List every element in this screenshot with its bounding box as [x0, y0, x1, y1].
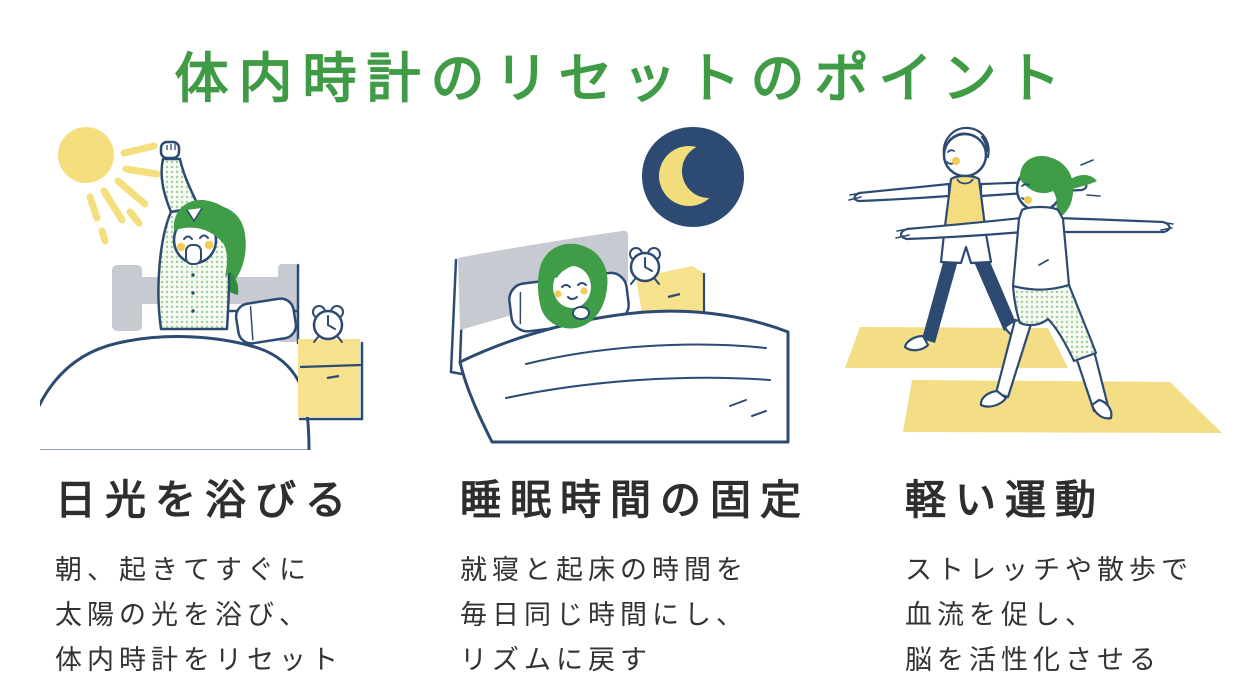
body-line: ストレッチや散歩で: [905, 555, 1193, 586]
exercise-illustration: [845, 115, 1245, 450]
body-line: 太陽の光を浴び、: [55, 600, 311, 631]
section-heading: 日光を浴びる: [55, 476, 355, 524]
body-line: 毎日同じ時間にし、: [460, 600, 748, 631]
wake-up-scene: [32, 127, 364, 453]
alarm-clock-icon: [629, 247, 661, 285]
body-line: 体内時計をリセット: [55, 645, 343, 676]
blanket: [458, 309, 790, 444]
pillow: [234, 297, 298, 345]
body-line: 血流を促し、: [905, 600, 1097, 631]
stretching-woman: [157, 140, 246, 331]
yoga-mat-back: [845, 327, 1068, 368]
page-title: 体内時計のリセットのポイント: [174, 47, 1071, 110]
body-line: リズムに戻す: [460, 645, 652, 676]
front-person: [895, 156, 1174, 420]
blanket: [32, 335, 311, 453]
body-line: 脳を活性化させる: [905, 645, 1161, 676]
section-heading: 睡眠時間の固定: [460, 476, 810, 524]
section-exercise: 軽い運動 ストレッチや散歩で 血流を促し、 脳を活性化させる: [845, 115, 1245, 683]
section-body: ストレッチや散歩で 血流を促し、 脳を活性化させる: [845, 548, 1245, 683]
section-heading: 軽い運動: [905, 476, 1105, 524]
sleeping-woman: [537, 243, 608, 329]
sun-icon: [58, 127, 161, 245]
alarm-clock-icon: [312, 305, 344, 343]
section-body: 朝、起きてすぐに 太陽の光を浴び、 体内時計をリセット: [40, 548, 440, 683]
sleeping-illustration: [430, 115, 830, 450]
yoga-mat-front: [903, 380, 1222, 433]
section-sunlight: 日光を浴びる 朝、起きてすぐに 太陽の光を浴び、 体内時計をリセット: [32, 115, 440, 683]
sleeping-scene: [449, 127, 790, 444]
yoga-scene: [845, 126, 1222, 433]
body-line: 就寝と起床の時間を: [460, 555, 748, 586]
moon-icon: [642, 127, 745, 227]
section-fixed-sleep: 睡眠時間の固定 就寝と起床の時間を 毎日同じ時間にし、 リズムに戻す: [430, 115, 830, 683]
body-line: 朝、起きてすぐに: [55, 555, 311, 586]
nightstand: [298, 339, 364, 421]
section-body: 就寝と起床の時間を 毎日同じ時間にし、 リズムに戻す: [430, 548, 830, 683]
raised-fist: [159, 140, 181, 160]
wake-up-illustration: [32, 115, 440, 453]
